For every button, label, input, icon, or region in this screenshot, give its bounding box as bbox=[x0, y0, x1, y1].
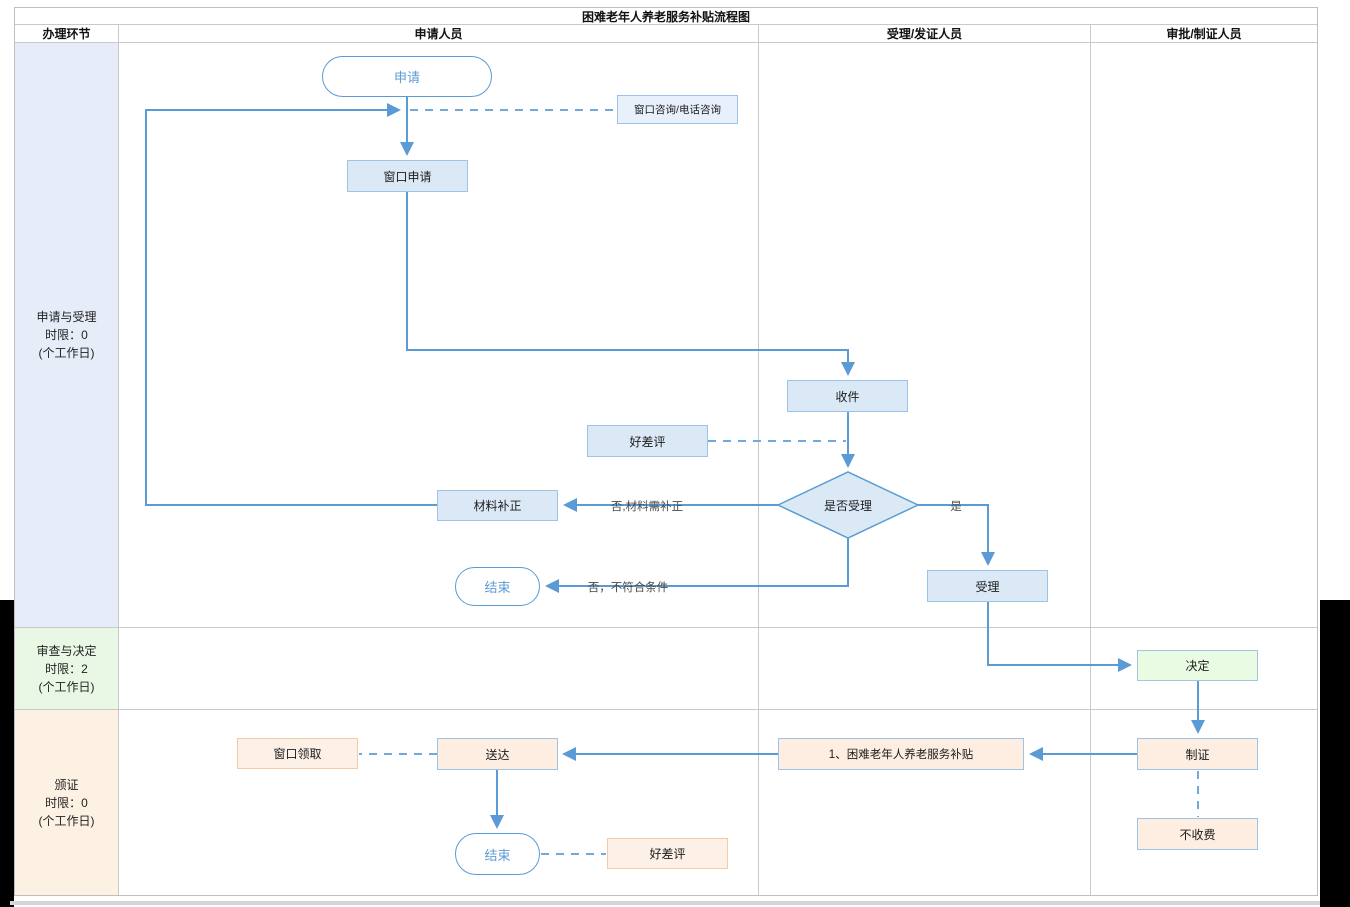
lane-limit: 时限：0 bbox=[45, 795, 88, 810]
node-rating-mid: 好差评 bbox=[587, 425, 708, 457]
node-start: 申请 bbox=[322, 56, 492, 97]
lane-limit: 时限：2 bbox=[45, 661, 88, 676]
lane-unit: (个工作日) bbox=[38, 679, 95, 694]
lane-review-decide: 审查与决定 时限：2 (个工作日) bbox=[15, 628, 1317, 710]
node-window-apply: 窗口申请 bbox=[347, 160, 468, 192]
node-end-first: 结束 bbox=[455, 567, 540, 606]
lane-unit: (个工作日) bbox=[38, 346, 95, 360]
node-material-fix: 材料补正 bbox=[437, 490, 558, 521]
lane-cell bbox=[1091, 43, 1317, 627]
node-deliver: 送达 bbox=[437, 738, 558, 770]
lane-cell bbox=[759, 710, 1091, 895]
edge-label-no-reject: 否，不符合条件 bbox=[587, 582, 669, 594]
desktop-black-right bbox=[1320, 600, 1350, 907]
lane-cell bbox=[119, 43, 759, 627]
column-header-acceptance: 受理/发证人员 bbox=[759, 25, 1091, 42]
node-subsidy-item: 1、困难老年人养老服务补贴 bbox=[778, 738, 1024, 770]
node-rating-end: 好差评 bbox=[607, 838, 728, 869]
node-window-pickup: 窗口领取 bbox=[237, 738, 358, 769]
lane-cell bbox=[759, 628, 1091, 709]
column-header-approval: 审批/制证人员 bbox=[1166, 27, 1242, 41]
node-end-final: 结束 bbox=[455, 833, 540, 875]
node-accept: 受理 bbox=[927, 570, 1048, 602]
edge-label-no-fix: 否,材料需补正 bbox=[610, 501, 684, 513]
desktop-black-left bbox=[0, 600, 14, 907]
lane-name: 申请与受理 bbox=[36, 310, 97, 324]
lane-name: 审查与决定 bbox=[36, 643, 97, 658]
node-receive: 收件 bbox=[787, 380, 908, 412]
column-header-stage: 办理环节 bbox=[15, 25, 119, 42]
node-no-fee: 不收费 bbox=[1137, 818, 1258, 850]
page-title: 困难老年人养老服务补贴流程图 bbox=[15, 8, 1317, 25]
lane-label-apply-accept: 申请与受理 时限：0 (个工作日) bbox=[15, 43, 119, 627]
lane-name: 颁证 bbox=[54, 777, 79, 792]
column-header-applicant: 申请人员 bbox=[119, 25, 759, 42]
node-decision: 是否受理 bbox=[823, 498, 872, 513]
lane-cell bbox=[759, 43, 1091, 627]
lane-apply-accept: 申请与受理 时限：0 (个工作日) bbox=[15, 43, 1317, 628]
lane-cell bbox=[119, 710, 759, 895]
lane-label-review-decide: 审查与决定 时限：2 (个工作日) bbox=[15, 628, 119, 709]
node-decide: 决定 bbox=[1137, 650, 1258, 681]
edge-label-yes: 是 bbox=[950, 501, 962, 513]
page-bottom-edge bbox=[10, 901, 1320, 905]
node-make-cert: 制证 bbox=[1137, 738, 1258, 770]
lane-label-certify: 颁证 时限：0 (个工作日) bbox=[15, 710, 119, 895]
lane-cell bbox=[119, 628, 759, 709]
column-header-row: 办理环节 申请人员 受理/发证人员 审批/制证人员 bbox=[15, 25, 1317, 43]
lane-limit: 时限：0 bbox=[45, 328, 88, 342]
lane-certify: 颁证 时限：0 (个工作日) bbox=[15, 710, 1317, 895]
node-window-consult: 窗口咨询/电话咨询 bbox=[617, 95, 738, 124]
lane-unit: (个工作日) bbox=[38, 813, 95, 828]
